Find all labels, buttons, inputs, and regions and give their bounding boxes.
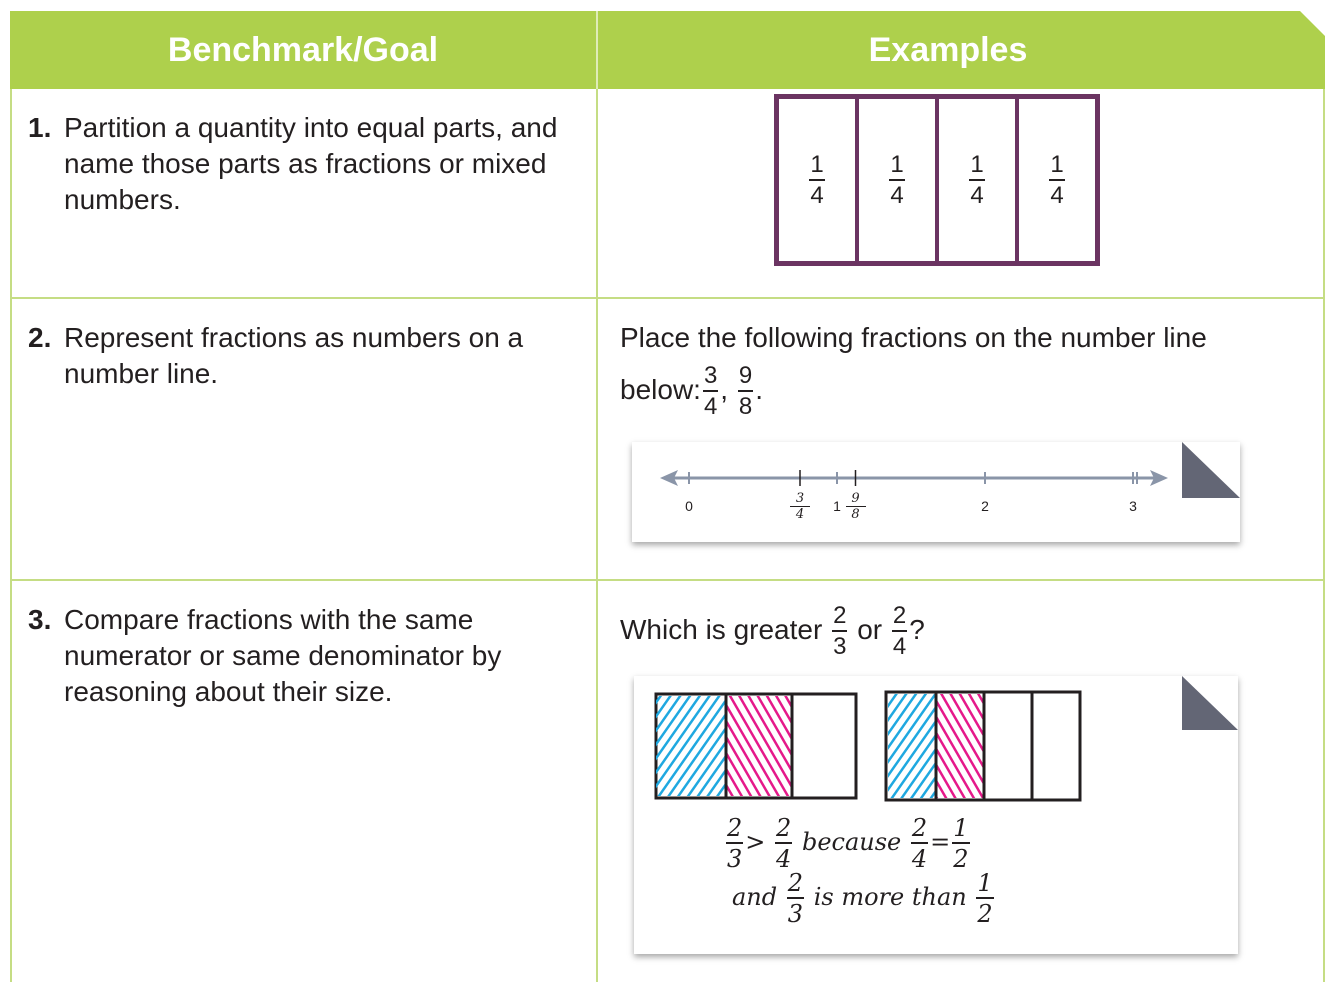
number-line-label: 0	[685, 498, 693, 514]
header-examples: Examples	[868, 31, 1028, 69]
arrow-left-icon	[660, 470, 678, 486]
table-right-border	[1323, 89, 1325, 982]
blue-shading	[888, 694, 936, 798]
blue-shading	[656, 696, 726, 796]
goal-text: Represent fractions as numbers on a numb…	[64, 322, 524, 389]
page-curl-icon	[1182, 676, 1238, 730]
goal-number: 3.	[28, 604, 52, 635]
number-line-label: 2	[981, 498, 989, 514]
pink-shading	[726, 696, 792, 796]
arrow-right-icon	[1150, 470, 1168, 486]
header-benchmark-goal: Benchmark/Goal	[167, 31, 439, 69]
row-divider-2	[10, 579, 1325, 581]
number-line-label: 3	[1129, 498, 1137, 514]
page-curl-icon	[1182, 442, 1240, 498]
goal-text: Compare fractions with the same numerato…	[64, 604, 502, 707]
goal-1: 1. Partition a quantity into equal parts…	[28, 110, 568, 218]
table-header: Benchmark/Goal Examples	[10, 11, 1325, 89]
goal-text: Partition a quantity into equal parts, a…	[64, 112, 558, 215]
goal-2: 2. Represent fractions as numbers on a n…	[28, 320, 568, 392]
shaded-fraction-models	[654, 690, 1082, 802]
example-2-line1: Place the following fractions on the num…	[620, 322, 1207, 353]
number-line-label: 1	[833, 498, 841, 514]
row-divider-1	[10, 297, 1325, 299]
benchmark-table: Benchmark/Goal Examples	[10, 11, 1325, 982]
header-divider	[596, 11, 598, 89]
table-left-border	[10, 89, 12, 982]
goal-number: 2.	[28, 322, 52, 353]
pink-shading	[936, 694, 984, 798]
goal-3: 3. Compare fractions with the same numer…	[28, 602, 568, 710]
number-line	[660, 470, 1168, 486]
example-2-text: Place the following fractions on the num…	[620, 312, 1207, 419]
goal-number: 1.	[28, 112, 52, 143]
column-divider	[596, 89, 598, 982]
